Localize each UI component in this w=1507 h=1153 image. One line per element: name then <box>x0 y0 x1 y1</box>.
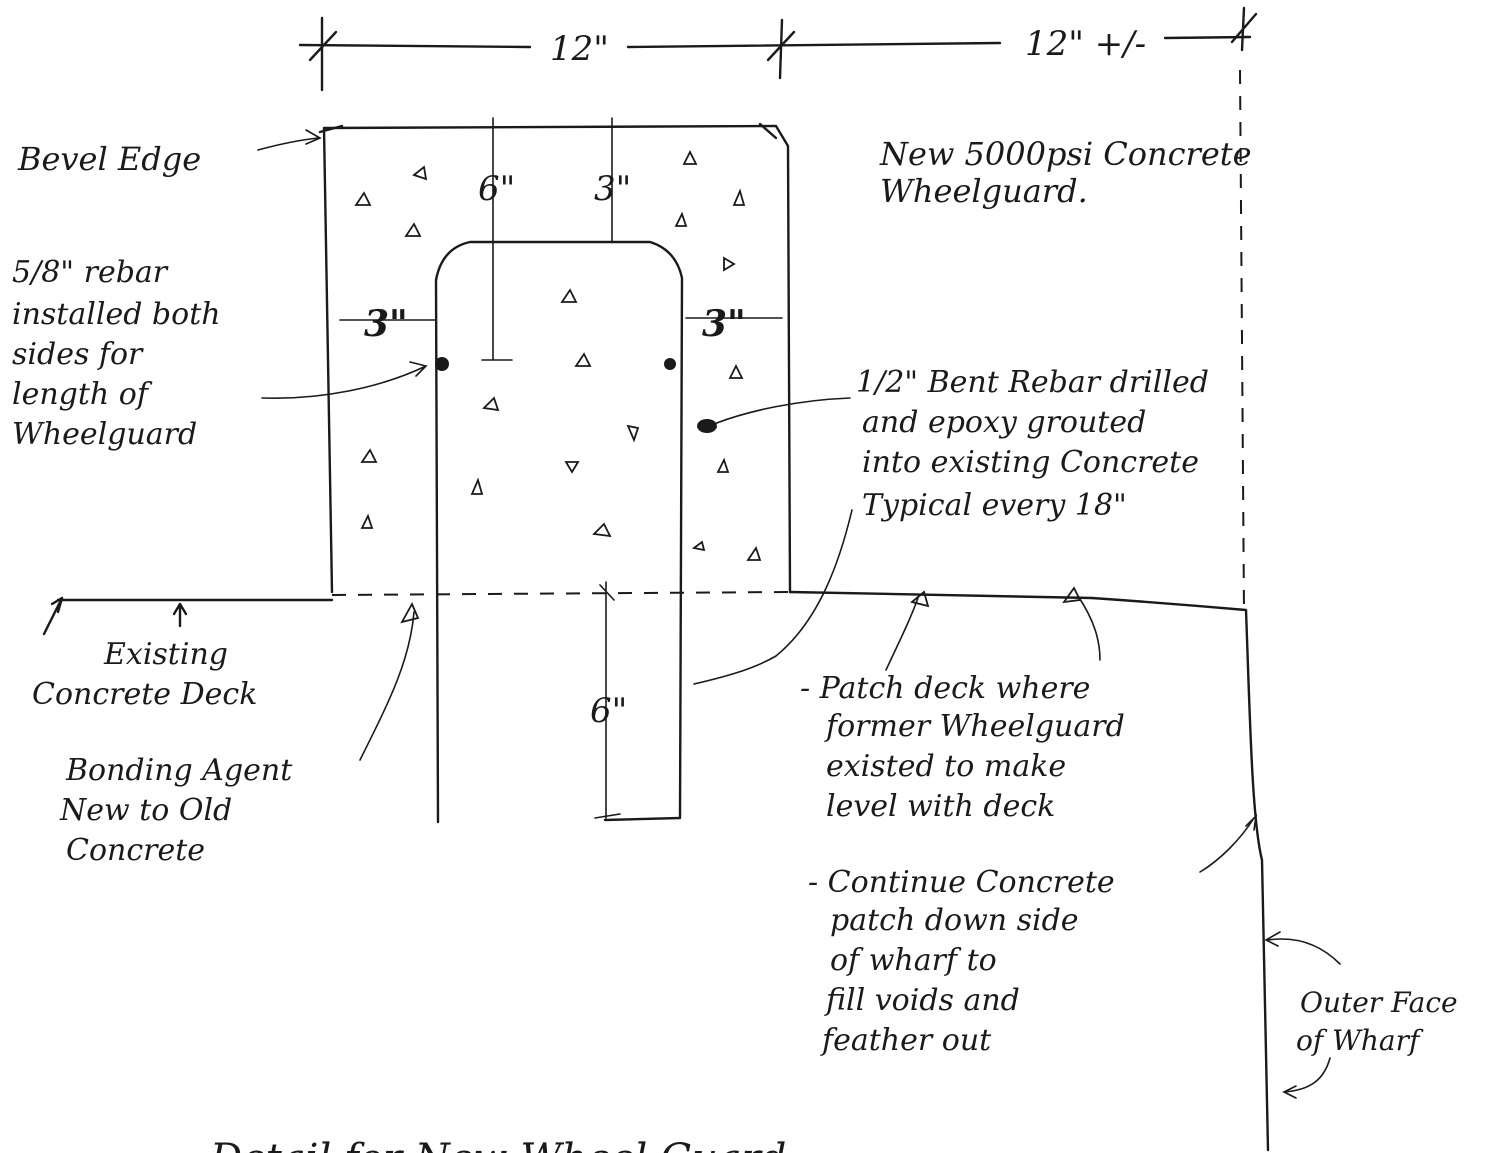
note-new-concrete-line1: New 5000psi Concrete <box>879 135 1252 173</box>
wheelguard-outline <box>318 122 792 594</box>
dim-embed-depth: 6" <box>590 691 627 731</box>
note-rebar-58: 5/8" rebar installed both sides for leng… <box>12 255 221 452</box>
note-bonding-agent-line3: Concrete <box>66 833 205 868</box>
note-continue-patch-line3: of wharf to <box>830 943 997 978</box>
old-concrete-section <box>434 240 684 824</box>
rebar-right-dot <box>664 358 676 370</box>
note-new-concrete: New 5000psi Concrete Wheelguard. <box>879 135 1252 210</box>
note-bent-rebar: 1/2" Bent Rebar drilled and epoxy groute… <box>856 365 1209 523</box>
bottom-caption: Detail for New Wheel Guard <box>209 1136 786 1153</box>
note-patch-deck-line4: level with deck <box>826 789 1055 824</box>
note-patch-deck-line3: existed to make <box>826 749 1066 784</box>
note-continue-patch-line5: feather out <box>820 1023 992 1058</box>
bent-rebar-dot <box>697 419 717 433</box>
note-existing-deck: Existing Concrete Deck <box>32 637 257 712</box>
note-new-concrete-line2: Wheelguard. <box>880 172 1088 210</box>
dim-web-right: 3" <box>594 169 631 209</box>
existing-deck-line <box>42 590 1094 636</box>
outer-face-line <box>1090 69 1270 1152</box>
dim-cover-left: 3" <box>364 303 408 345</box>
note-patch-deck-line2: former Wheelguard <box>824 709 1125 744</box>
note-outer-face-line2: of Wharf <box>1296 1024 1424 1057</box>
note-bent-rebar-line2: and epoxy grouted <box>862 405 1146 440</box>
aggregate-symbols <box>354 149 1082 624</box>
note-continue-patch-line2: patch down side <box>830 903 1079 938</box>
note-outer-face-line1: Outer Face <box>1300 986 1458 1019</box>
interior-dimensions: 6" 3" 3" 3" 6" <box>339 117 783 819</box>
dim-web-left: 6" <box>478 169 515 209</box>
note-outer-face: Outer Face of Wharf <box>1296 986 1458 1057</box>
note-continue-patch: - Continue Concrete patch down side of w… <box>808 865 1115 1058</box>
dim-top-right: 12" +/- <box>1025 24 1146 64</box>
note-bent-rebar-line4: Typical every 18" <box>862 488 1127 523</box>
note-bonding-agent-line1: Bonding Agent <box>65 753 293 788</box>
note-rebar-58-line1: 5/8" rebar <box>12 255 169 290</box>
note-bonding-agent: Bonding Agent New to Old Concrete <box>59 753 293 868</box>
note-rebar-58-line2: installed both <box>12 297 221 332</box>
note-bonding-agent-line2: New to Old <box>59 793 232 828</box>
note-continue-patch-line1: - Continue Concrete <box>808 865 1115 900</box>
note-rebar-58-line3: sides for <box>12 337 144 372</box>
top-dimension-line: 12" 12" +/- <box>298 6 1258 92</box>
label-bevel-edge: Bevel Edge <box>17 140 201 178</box>
dim-cover-right: 3" <box>702 303 746 345</box>
rebar-left-dot <box>435 357 449 371</box>
note-bent-rebar-line3: into existing Concrete <box>862 445 1199 480</box>
note-existing-deck-line1: Existing <box>103 637 228 672</box>
note-rebar-58-line5: Wheelguard <box>12 417 197 452</box>
note-rebar-58-line4: length of <box>12 377 153 412</box>
leader-lines <box>257 129 1341 1099</box>
note-existing-deck-line2: Concrete Deck <box>32 677 257 712</box>
note-bent-rebar-line1: 1/2" Bent Rebar drilled <box>856 365 1209 400</box>
note-patch-deck: - Patch deck where former Wheelguard exi… <box>800 671 1125 824</box>
note-continue-patch-line4: fill voids and <box>824 983 1020 1018</box>
note-patch-deck-line1: - Patch deck where <box>800 671 1090 706</box>
dim-top-left: 12" <box>550 29 609 69</box>
